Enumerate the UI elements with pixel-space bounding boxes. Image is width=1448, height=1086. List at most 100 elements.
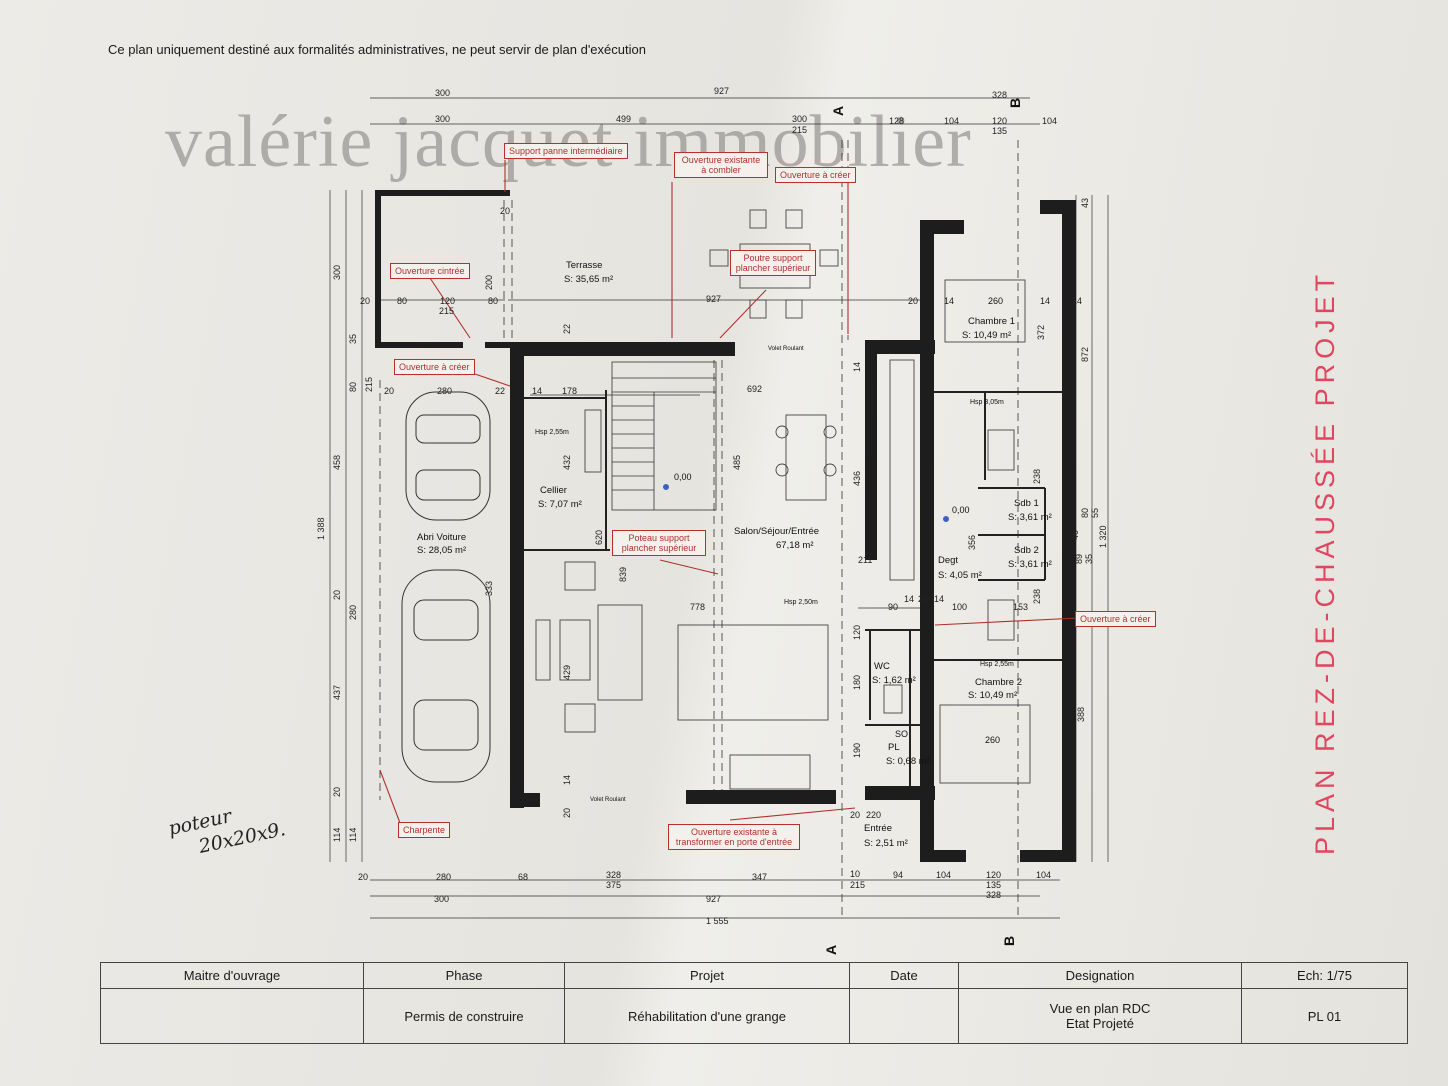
section-marks: A B A B [823, 98, 1023, 955]
dim-left-2: 80 [348, 382, 358, 392]
dim-right-3: 55 [1090, 508, 1100, 518]
dim-left-0: 300 [332, 265, 342, 280]
dim-int-33: 620 [594, 530, 604, 545]
entree-area: S: 2,51 m² [864, 838, 908, 849]
dim-bottom-7: 215 [850, 880, 865, 890]
degt-area: S: 4,05 m² [938, 570, 982, 581]
salon-name: Salon/Séjour/Entrée [734, 526, 819, 537]
dim-top-1: 927 [714, 86, 729, 96]
dim-bottom-14: 927 [706, 894, 721, 904]
dim-bottom-4: 375 [606, 880, 621, 890]
dim-bottom-5: 347 [752, 872, 767, 882]
disclaimer-notice: Ce plan uniquement destiné aux formalité… [108, 42, 646, 57]
dim-int-2: 120 [440, 296, 455, 306]
header-designation: Designation [958, 962, 1242, 989]
dim-int-24: 14 [934, 594, 944, 604]
dim-int-29: 20 [850, 810, 860, 820]
dim-bottom-1: 280 [436, 872, 451, 882]
note-ouverture-creer-right: Ouverture à créer [1075, 611, 1156, 627]
walls [375, 190, 1076, 862]
dim-bottom-10: 120 [986, 870, 1001, 880]
dim-right-5: 40 [1070, 530, 1080, 540]
dim-left-11: 114 [348, 828, 358, 842]
header-echelle: Ech: 1/75 [1241, 962, 1408, 989]
dim-left-1: 35 [348, 334, 358, 344]
dim-top-6: 215 [792, 125, 807, 135]
note-support-panne: Support panne intermédiaire [504, 143, 628, 159]
dim-int-5: 215 [439, 306, 454, 316]
dim-int-0: 20 [360, 296, 370, 306]
chambre2-name: Chambre 2 [975, 677, 1022, 688]
dim-top-2: 328 [992, 90, 1007, 100]
dim-bottom-13: 300 [434, 894, 449, 904]
dim-top-8: 104 [944, 116, 959, 126]
dim-int-36: 20 [562, 808, 572, 818]
section-a-top: A [830, 106, 846, 116]
dim-int-46: 20 [908, 296, 918, 306]
header-maitre-ouvrage: Maitre d'ouvrage [100, 962, 364, 989]
wc-name: WC [874, 661, 890, 672]
dim-top-4: 499 [616, 114, 631, 124]
dim-int-6: 200 [484, 275, 494, 290]
dim-bottom-2: 68 [518, 872, 528, 882]
pl-area: S: 0,68 m² [886, 756, 930, 767]
note-poteau-support: Poteau support plancher supérieur [612, 530, 706, 556]
level-markers [663, 484, 949, 522]
dim-bottom-8: 94 [893, 870, 903, 880]
dim-int-4: 20 [500, 206, 510, 216]
dim-left-6: 20 [332, 590, 342, 600]
dim-int-27: 180 [852, 675, 862, 690]
dim-top-7: 128 [889, 116, 904, 126]
dim-int-45: 14 [1072, 296, 1082, 306]
dim-right-6: 89 [1074, 554, 1084, 564]
dim-bottom-12: 104 [1036, 870, 1051, 880]
note-ouverture-combler: Ouverture existante à combler [674, 152, 768, 178]
dim-int-12: 280 [437, 386, 452, 396]
dim-int-10: 178 [562, 386, 577, 396]
level-label-1: 0,00 [674, 472, 692, 482]
dim-int-32: 429 [562, 665, 572, 680]
dim-int-23: 22 [918, 594, 928, 604]
furniture [535, 209, 1031, 790]
dim-int-3: 80 [488, 296, 498, 306]
section-a-bottom: A [823, 945, 839, 955]
cellier-area: S: 7,07 m² [538, 499, 582, 510]
dim-int-19: 211 [858, 555, 872, 565]
dim-top-5: 300 [792, 114, 807, 124]
sdb2-area: S: 3,61 m² [1008, 559, 1052, 570]
chambre1-name: Chambre 1 [968, 316, 1015, 327]
bed1-width: 260 [988, 296, 1003, 306]
dim-int-9: 14 [532, 386, 542, 396]
hsp-cellier: Hsp 2,55m [535, 429, 569, 436]
dim-int-17: 485 [732, 455, 742, 470]
dim-int-25: 100 [952, 602, 967, 612]
hsp-chambre2: Hsp 2,55m [980, 661, 1014, 668]
abri-area: S: 28,05 m² [417, 545, 466, 556]
dim-int-39: 238 [1032, 589, 1042, 604]
dim-int-18: 436 [852, 471, 862, 486]
section-b-top: B [1007, 98, 1023, 108]
hsp-chambre1: Hsp 3,05m [970, 399, 1004, 406]
dim-top-9: 120 [992, 116, 1007, 126]
dim-bottom-3: 328 [606, 870, 621, 880]
note-poutre-support: Poutre support plancher supérieur [730, 250, 816, 276]
level-label-2: 0,00 [952, 505, 970, 515]
note-charpente: Charpente [398, 822, 451, 838]
dim-right-7: 35 [1084, 554, 1094, 564]
designation-line-2: Etat Projeté [1066, 1016, 1134, 1031]
dim-int-30: 220 [866, 810, 881, 820]
parked-cars [401, 391, 491, 783]
dim-left-7: 280 [348, 605, 358, 620]
dim-int-11: 20 [384, 386, 394, 396]
sdb1-area: S: 3,61 m² [1008, 512, 1052, 523]
dim-int-26: 120 [852, 625, 862, 640]
header-date: Date [849, 962, 959, 989]
dim-int-37: 372 [1036, 325, 1046, 340]
dim-int-35: 14 [562, 775, 572, 785]
dim-bottom-15: 328 [986, 890, 1001, 900]
dim-top-11: 104 [1042, 116, 1057, 126]
staircase [611, 361, 717, 511]
dim-bottom-9: 104 [936, 870, 951, 880]
dim-right-0: 43 [1080, 198, 1090, 208]
